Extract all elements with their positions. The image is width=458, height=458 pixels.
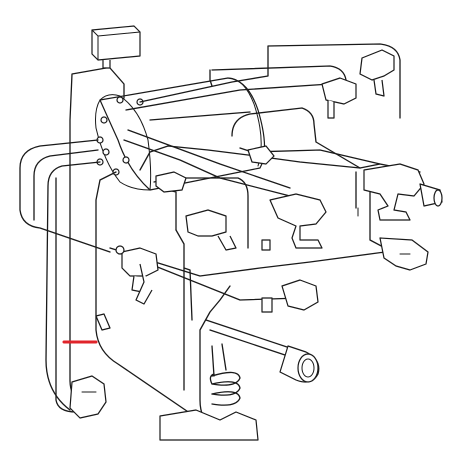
pump-bottom-left bbox=[69, 375, 107, 419]
valve-upper-mid bbox=[321, 77, 357, 119]
group-head-mid bbox=[269, 193, 327, 249]
valve-upper-right bbox=[359, 49, 395, 97]
boiler-fittings bbox=[96, 96, 144, 176]
small-fitting-mid bbox=[155, 145, 275, 251]
solenoid-right bbox=[379, 237, 429, 271]
small-elbow-left bbox=[95, 245, 125, 331]
group-head-right bbox=[357, 163, 443, 221]
valve-lower-mid bbox=[261, 279, 319, 313]
valve-mid bbox=[185, 209, 237, 251]
boiler bbox=[95, 77, 266, 191]
pressure-gauge bbox=[279, 345, 320, 383]
pressure-switch bbox=[91, 25, 141, 69]
valve-lower-left bbox=[121, 247, 159, 305]
pump-bottom bbox=[159, 409, 259, 441]
